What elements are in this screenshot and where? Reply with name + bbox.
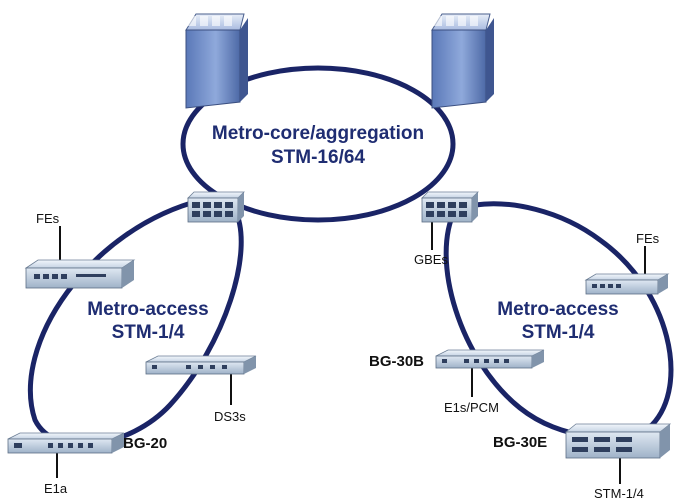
- right-access-ring-title-line2: STM-1/4: [521, 322, 595, 343]
- bg30b-label: BG-30B: [369, 353, 425, 370]
- bg20-label: BG-20: [123, 435, 168, 452]
- core-router-left: [185, 13, 248, 109]
- aggregation-node-right: [421, 191, 479, 223]
- access-device-bg30b: [435, 349, 545, 369]
- access-device-fes-right: [584, 273, 670, 295]
- gbes-label: GBEs: [414, 252, 448, 267]
- access-device-bg30e: [564, 423, 672, 459]
- access-device-ds3s: [145, 355, 257, 375]
- right-access-ring-title-line1: Metro-access: [497, 299, 619, 320]
- access-device-bg20: [7, 432, 125, 454]
- core-ring: [180, 65, 456, 223]
- fes-right-label: FEs: [636, 231, 660, 246]
- e1a-label: E1a: [44, 481, 68, 496]
- bg30e-label: BG-30E: [493, 434, 548, 451]
- fes-left-label: FEs: [36, 211, 60, 226]
- left-access-ring-title-line2: STM-1/4: [111, 322, 185, 343]
- core-ring-title-line2: STM-16/64: [271, 147, 365, 168]
- e1s-pcm-label: E1s/PCM: [444, 400, 499, 415]
- left-access-ring-title-line1: Metro-access: [87, 299, 209, 320]
- core-ring-title-line1: Metro-core/aggregation: [211, 123, 425, 144]
- stm-1-4-label: STM-1/4: [594, 486, 644, 501]
- aggregation-node-left: [187, 191, 245, 223]
- core-router-right: [431, 13, 494, 109]
- access-device-fes-left: [24, 259, 136, 289]
- ds3s-label: DS3s: [214, 409, 246, 424]
